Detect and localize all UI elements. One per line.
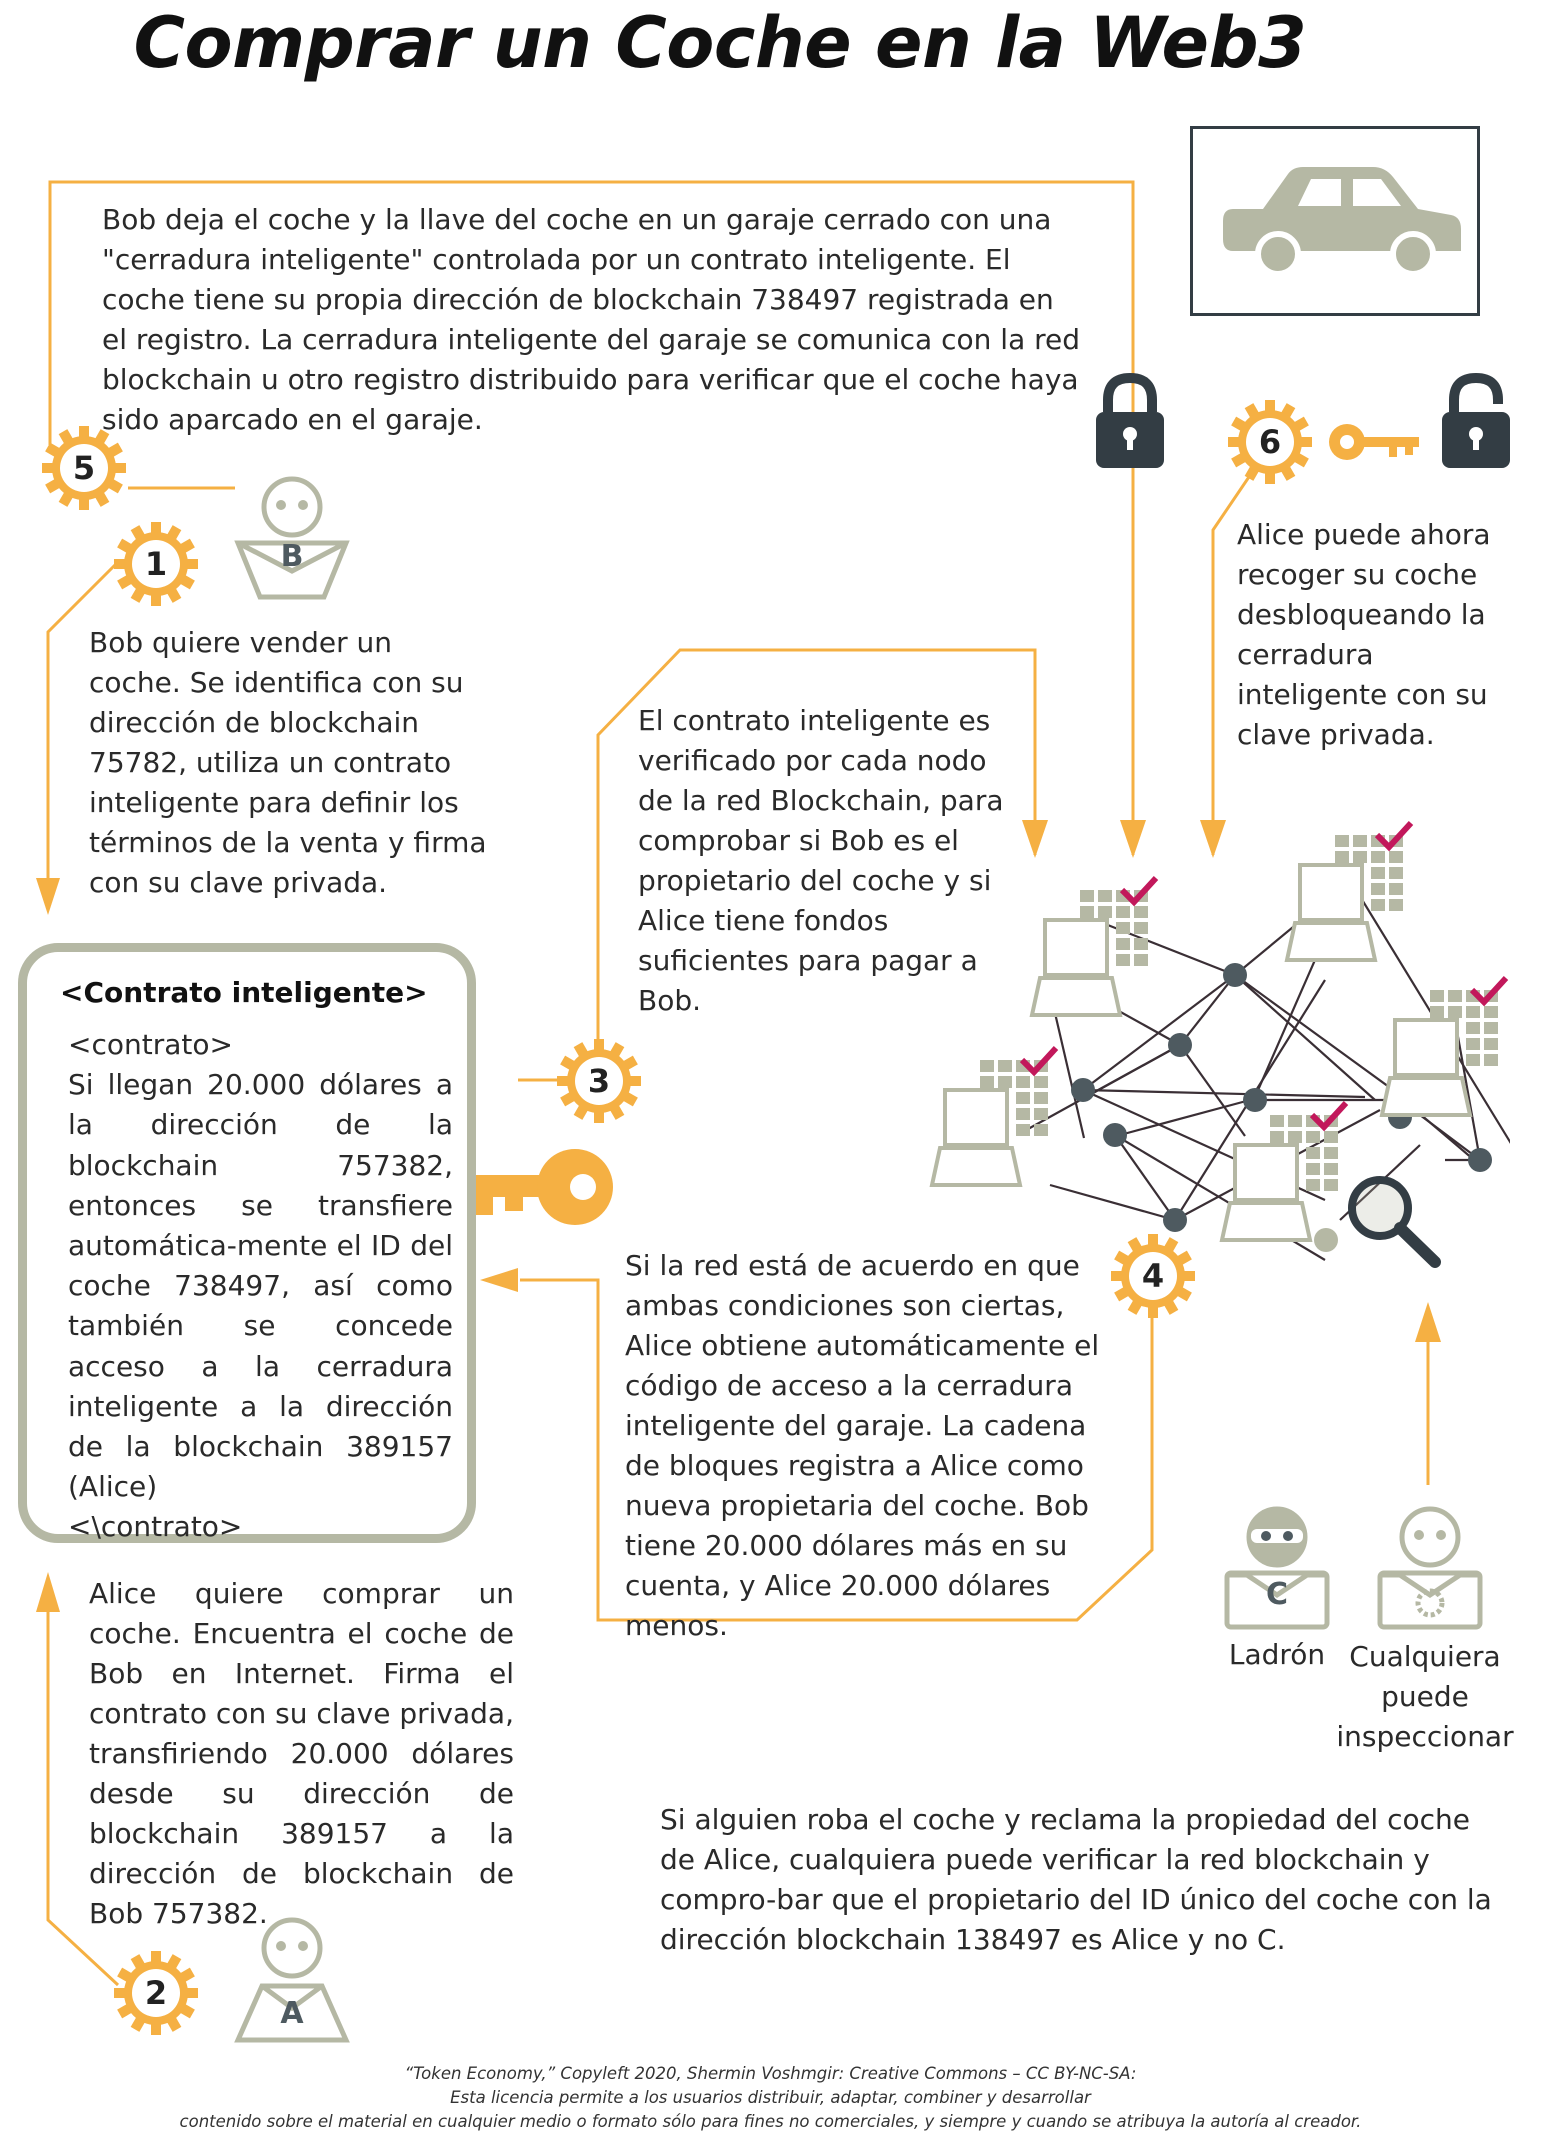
step-6-text: Alice puede ahora recoger su coche desbl… [1237, 518, 1491, 751]
blockchain-network [929, 820, 1510, 1268]
contract-open-tag: <contrato> [68, 1028, 233, 1061]
lock-open-icon [1442, 372, 1510, 468]
step-5-number: 5 [72, 449, 96, 487]
smart-contract-box [18, 943, 476, 1543]
connector-5 [48, 180, 1135, 855]
bob-letter: B [280, 539, 304, 574]
step-6-gear-icon: 6 [1224, 396, 1316, 488]
step-1-gear-icon: 1 [110, 518, 202, 610]
step-3-text: El contrato inteligente es verificado po… [638, 704, 1004, 1017]
thief-letter: C [1265, 1577, 1289, 1612]
step-6-number: 6 [1258, 423, 1282, 461]
gear-4-shape [1111, 1234, 1195, 1318]
connector-4 [520, 1278, 1154, 1622]
step-2-gear-icon: 2 [110, 1947, 202, 2039]
step-1-text: Bob quiere vender un coche. Se identific… [89, 626, 487, 899]
inspector-label-line-3: inspeccionar [1336, 1720, 1514, 1753]
step-3-number: 3 [587, 1062, 611, 1100]
gear-2-shape [114, 1951, 198, 2035]
person-thief-icon [1224, 1506, 1330, 1630]
alice-avatar: A [232, 1916, 352, 2044]
car-icon [1223, 167, 1461, 277]
person-bob-icon [234, 476, 350, 600]
page-title: Comprar un Coche en la Web3 [133, 2, 1307, 84]
alice-letter: A [280, 1996, 304, 2031]
step-4-text: Si la red está de acuerdo en que ambas c… [625, 1249, 1100, 1642]
footer-line-1: “Token Economy,” Copyleft 2020, Shermin … [404, 2064, 1137, 2083]
magnifier-icon [1348, 1176, 1441, 1268]
contract-key-icon [453, 1149, 613, 1225]
network-nodes [929, 820, 1509, 1242]
contract-body: <contrato> Si llegan 20.000 dólares a la… [68, 1025, 453, 1548]
contract-close-tag: <\contrato> [68, 1510, 243, 1544]
connector-6 [1211, 467, 1257, 855]
connector-3 [596, 648, 1037, 1045]
lock-closed-icon [1096, 372, 1164, 468]
person-alice-icon [234, 1917, 350, 2043]
car-frame [1190, 126, 1480, 316]
step-4-number: 4 [1141, 1257, 1165, 1295]
inspector-label-line-1: Cualquiera [1349, 1640, 1501, 1673]
thief-avatar: C [1217, 1505, 1337, 1630]
step-5-text: Bob deja el coche y la llave del coche e… [102, 203, 1081, 436]
contract-text: Si llegan 20.000 dólares a la dirección … [68, 1068, 453, 1504]
gear-5-shape [42, 426, 126, 510]
step-4-gear-icon: 4 [1107, 1230, 1199, 1322]
step-3-gear-icon: 3 [553, 1035, 645, 1127]
key-icon [1329, 424, 1419, 460]
step-1-number: 1 [144, 545, 168, 583]
gear-3-shape [557, 1039, 641, 1123]
gear-6-shape [1228, 400, 1312, 484]
gear-1-shape [114, 522, 198, 606]
inspector-avatar [1370, 1505, 1490, 1630]
step-2-text: Alice quiere comprar un coche. Encuentra… [89, 1577, 514, 1930]
footer-line-3: contenido sobre el material en cualquier… [179, 2112, 1362, 2131]
connector-2 [46, 1590, 120, 1987]
thief-label: Ladrón [1228, 1638, 1326, 1671]
footer-line-2: Esta licencia permite a los usuarios dis… [450, 2088, 1091, 2107]
inspector-label: Cualquiera puede inspeccionar [1320, 1637, 1530, 1757]
footer-credit: “Token Economy,” Copyleft 2020, Shermin … [0, 2062, 1541, 2134]
step-5-gear-icon: 5 [38, 422, 130, 514]
connector-1 [46, 560, 120, 905]
step-2-number: 2 [144, 1974, 168, 2012]
bob-avatar: B [232, 475, 352, 600]
inspector-label-line-2: puede [1381, 1680, 1469, 1713]
theft-note: Si alguien roba el coche y reclama la pr… [660, 1803, 1492, 1956]
contract-title: <Contrato inteligente> [60, 976, 428, 1009]
person-inspector-icon [1377, 1506, 1483, 1630]
